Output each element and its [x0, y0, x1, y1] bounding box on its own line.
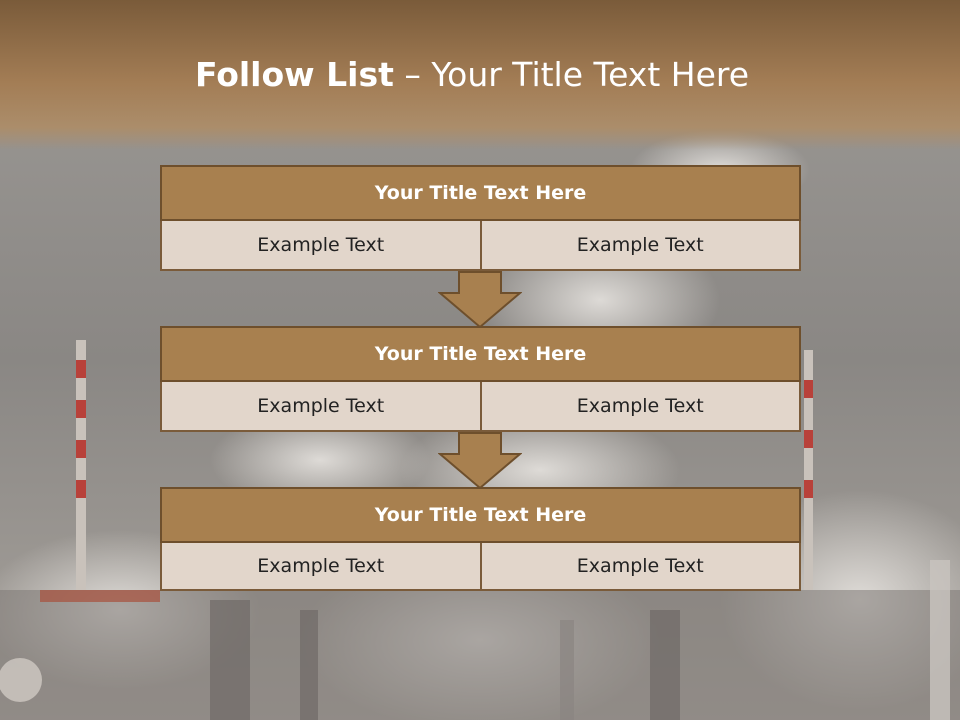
slide-title: Follow List – Your Title Text Here — [0, 52, 944, 98]
list-block-1: Your Title Text Here Example Text Exampl… — [160, 165, 801, 271]
block-cell-left: Example Text — [160, 382, 482, 432]
down-arrow-icon — [438, 271, 522, 329]
list-block-2: Your Title Text Here Example Text Exampl… — [160, 326, 801, 432]
title-band — [0, 0, 960, 150]
block-title: Your Title Text Here — [160, 487, 801, 543]
down-arrow-icon — [438, 432, 522, 490]
slide-title-rest: – Your Title Text Here — [393, 55, 750, 94]
block-cell-right: Example Text — [481, 543, 801, 591]
block-row: Example Text Example Text — [160, 382, 801, 432]
slide-title-bold: Follow List — [194, 55, 394, 94]
block-cell-left: Example Text — [160, 221, 482, 271]
block-title: Your Title Text Here — [160, 165, 801, 221]
block-cell-right: Example Text — [481, 382, 801, 432]
list-block-3: Your Title Text Here Example Text Exampl… — [160, 487, 801, 591]
block-cell-left: Example Text — [160, 543, 482, 591]
block-row: Example Text Example Text — [160, 221, 801, 271]
block-cell-right: Example Text — [481, 221, 801, 271]
block-row: Example Text Example Text — [160, 543, 801, 591]
block-title: Your Title Text Here — [160, 326, 801, 382]
